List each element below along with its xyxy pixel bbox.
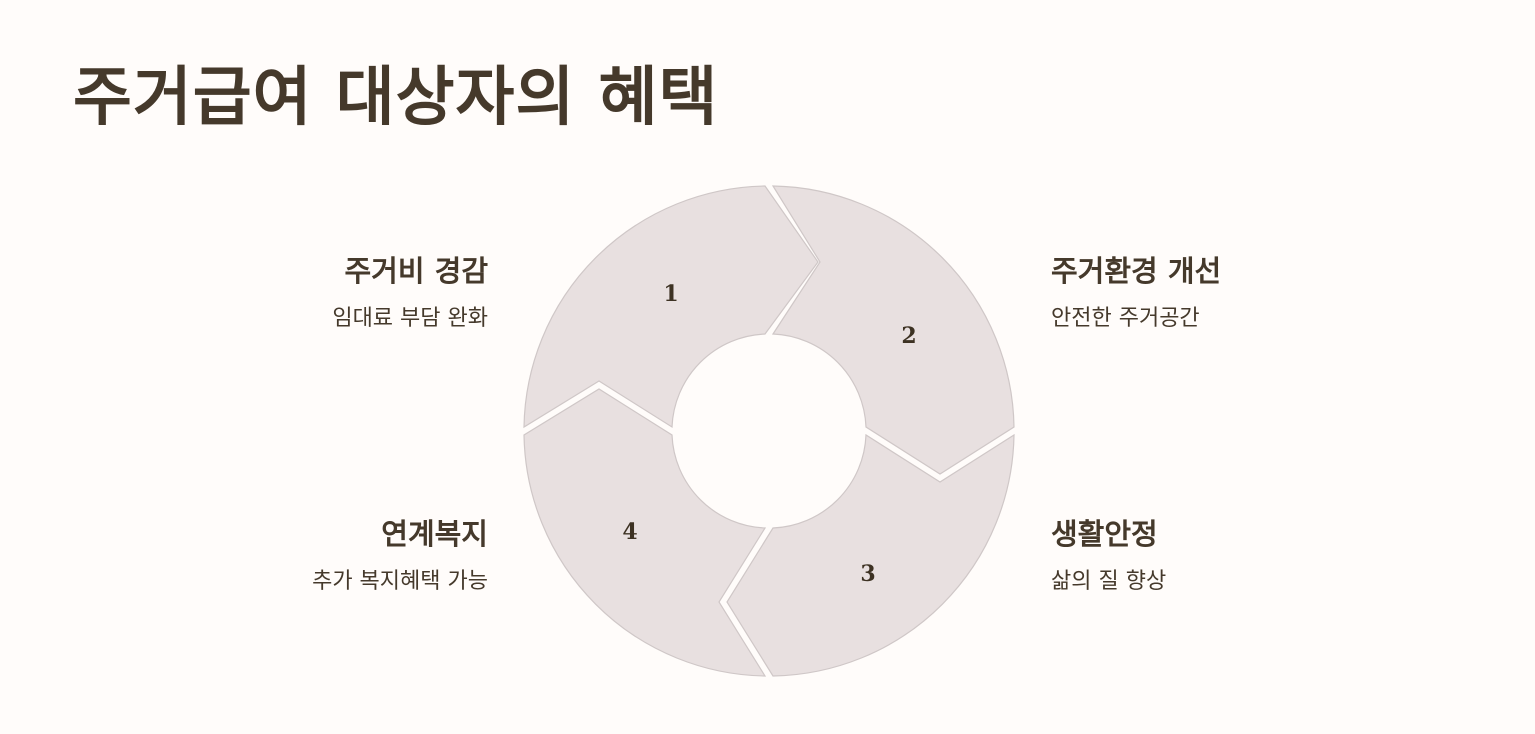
page-title: 주거급여 대상자의 혜택 (73, 61, 719, 135)
benefit-item-3: 생활안정 삶의 질 향상 (1051, 514, 1351, 597)
benefit-item-4: 연계복지 추가 복지혜택 가능 (188, 514, 488, 597)
cycle-segment-4 (523, 388, 767, 677)
benefit-item-2: 주거환경 개선 안전한 주거공간 (1051, 251, 1351, 334)
segment-number-1: 1 (663, 281, 678, 307)
segment-number-2: 2 (901, 323, 916, 349)
benefit-heading: 연계복지 (381, 517, 488, 551)
benefit-description: 추가 복지혜택 가능 (312, 569, 488, 594)
benefit-heading: 생활안정 (1051, 517, 1158, 551)
benefit-heading: 주거환경 개선 (1051, 254, 1222, 288)
benefit-heading: 주거비 경감 (344, 254, 489, 288)
segment-number-3: 3 (860, 561, 875, 587)
benefit-description: 삶의 질 향상 (1051, 569, 1167, 594)
cycle-segment-3 (726, 433, 1015, 677)
cycle-segment-2 (771, 185, 1015, 475)
benefit-description: 안전한 주거공간 (1051, 306, 1200, 331)
segment-number-4: 4 (622, 519, 637, 545)
benefit-description: 임대료 부담 완화 (332, 306, 488, 331)
benefit-item-1: 주거비 경감 임대료 부담 완화 (188, 251, 488, 334)
cycle-segment-1 (523, 185, 819, 429)
